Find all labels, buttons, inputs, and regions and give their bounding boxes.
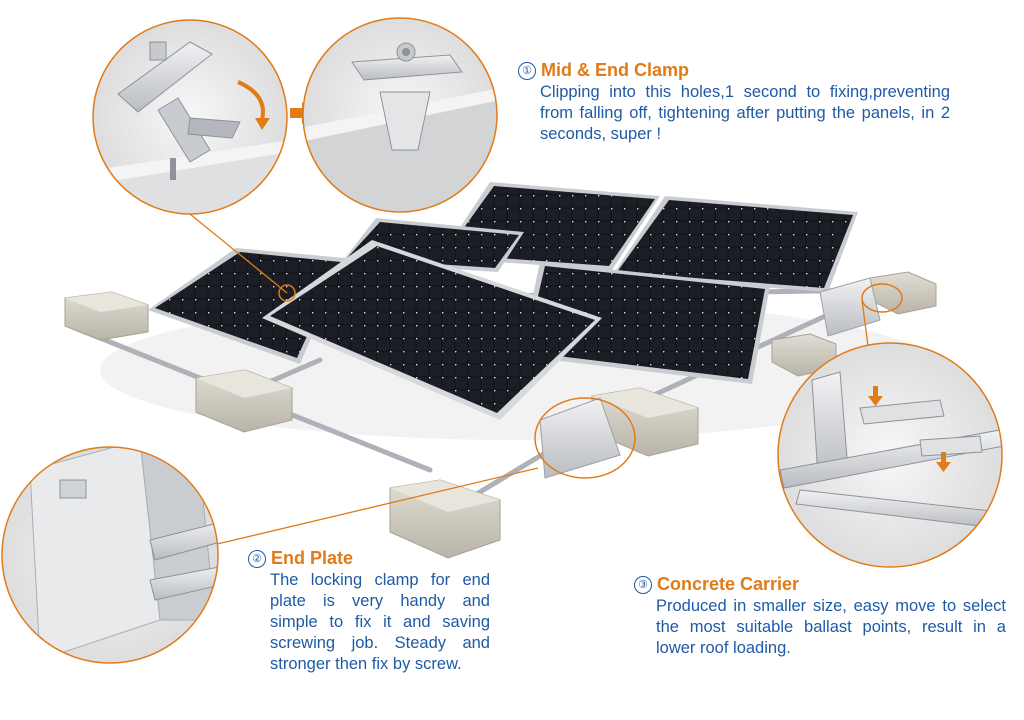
callout-number: ② [248, 550, 266, 568]
callout-title-text: End Plate [271, 548, 354, 568]
callout-body: Produced in smaller size, easy move to s… [656, 597, 1006, 657]
callout-mid-end-clamp: ① Mid & End Clamp Clipping into this hole… [518, 60, 950, 145]
callout-body: The locking clamp for end plate is very … [270, 571, 490, 673]
callout-body: Clipping into this holes,1 second to fix… [540, 83, 950, 143]
callout-end-plate: ② End Plate The locking clamp for end pla… [248, 548, 490, 675]
concrete-carrier-detail [777, 342, 1003, 568]
callout-title: ③ Concrete Carrier [634, 574, 1006, 595]
callout-title: ① Mid & End Clamp [518, 60, 950, 81]
end-plate-detail [1, 446, 219, 664]
callout-number: ① [518, 62, 536, 80]
callout-title: ② End Plate [248, 548, 490, 569]
clamp-detail-before [92, 19, 288, 215]
callout-title-text: Mid & End Clamp [541, 60, 689, 80]
triangle-supports [539, 277, 881, 479]
solar-panel-front [262, 240, 602, 420]
concrete-blocks [64, 271, 937, 559]
concrete-block [869, 271, 937, 315]
concrete-block [389, 479, 501, 559]
highlight-markers [278, 283, 903, 479]
down-arrow-icon [936, 452, 951, 472]
callout-number: ③ [634, 576, 652, 594]
down-arrow-icon [868, 386, 883, 406]
callout-connectors [189, 213, 869, 546]
callout-title-text: Concrete Carrier [657, 574, 800, 594]
clamp-detail-after [302, 17, 498, 213]
concrete-block [195, 369, 293, 433]
solar-panel [612, 196, 858, 292]
solar-panel [520, 262, 770, 384]
callout-concrete-carrier: ③ Concrete Carrier Produced in smaller si… [634, 574, 1006, 659]
concrete-block [64, 291, 149, 341]
